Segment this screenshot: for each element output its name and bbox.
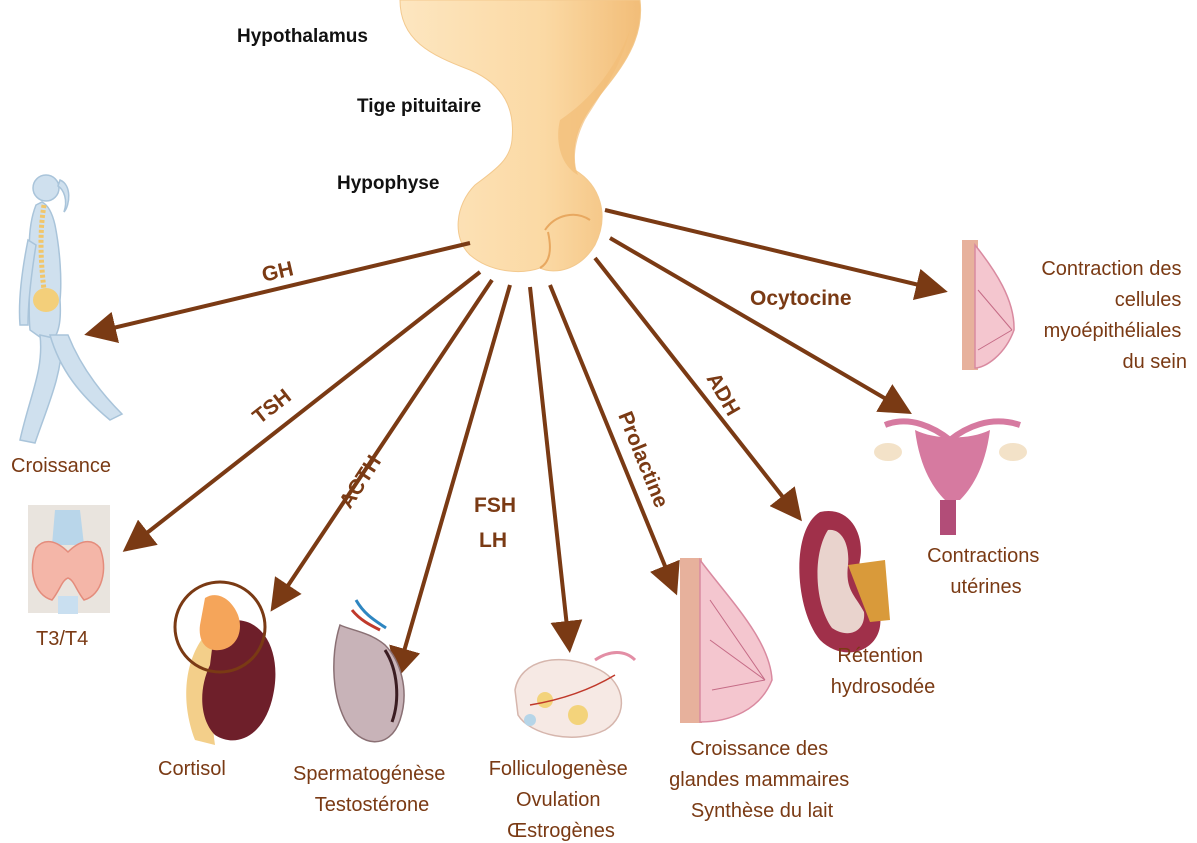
effect-myoepithelial-line-3: myoépithéliales <box>1044 320 1182 342</box>
effect-thyroid: T3/T4 <box>36 628 88 650</box>
effect-uterus-line-2: utérines <box>950 576 1021 598</box>
arrow-gh <box>92 243 470 333</box>
effect-growth: Croissance <box>11 455 111 477</box>
effect-myoepithelial-line-2: cellules <box>1115 289 1182 311</box>
breast-myoepithelial-illustration <box>962 240 1014 370</box>
hormone-label-acth: ACTH <box>335 451 386 512</box>
hypophysis-label: Hypophyse <box>337 173 439 194</box>
effect-kidney-line-1: Rétention <box>837 645 923 667</box>
effect-cortisol: Cortisol <box>158 758 226 780</box>
effect-kidney: Rétention hydrosodée <box>831 645 936 698</box>
uterus-illustration <box>874 421 1027 535</box>
thyroid-illustration <box>28 505 110 614</box>
hormone-label-gh: GH <box>260 257 296 286</box>
woman-figure-illustration <box>19 175 122 443</box>
arrow-oxytocin-uterus <box>610 238 905 410</box>
effect-uterus: Contractions utérines <box>927 545 1045 598</box>
arrow-fsh-lh <box>398 285 510 672</box>
effect-ovary-line-1: Folliculogenèse <box>489 758 628 780</box>
adrenal-kidney-illustration <box>175 582 275 745</box>
hypothalamus-label: Hypothalamus <box>237 26 368 47</box>
effect-kidney-line-2: hydrosodée <box>831 676 936 698</box>
ovary-illustration <box>515 653 635 738</box>
effect-ovary-line-3: Œstrogènes <box>507 820 615 842</box>
effect-breast-line-1: Croissance des <box>690 738 828 760</box>
arrow-prolactin <box>550 285 674 588</box>
kidney-illustration <box>799 511 890 652</box>
testis-illustration <box>334 600 404 742</box>
pituitary-stalk-label: Tige pituitaire <box>357 96 481 117</box>
hormone-label-adh: ADH <box>702 369 745 420</box>
hormone-label-lh: LH <box>479 529 507 552</box>
pelvis-illustration <box>33 288 59 312</box>
arrow-fsh-ovary <box>530 287 569 645</box>
hormone-label-oxytocin: Ocytocine <box>750 287 852 310</box>
pituitary-gland-illustration <box>400 0 641 272</box>
arrow-oxytocin-breast <box>605 210 940 290</box>
effect-ovary-line-2: Ovulation <box>516 789 601 811</box>
breast-illustration <box>680 558 772 723</box>
effect-testis-line-2: Testostérone <box>315 794 430 816</box>
effect-myoepithelial: Contraction des cellules myoépithéliales… <box>1041 258 1187 373</box>
effect-breast-line-2: glandes mammaires <box>669 769 849 791</box>
effect-ovary: Folliculogenèse Ovulation Œstrogènes <box>489 758 634 842</box>
effect-testis-line-1: Spermatogénèse <box>293 763 445 785</box>
effect-myoepithelial-line-1: Contraction des <box>1041 258 1181 280</box>
effect-breast-line-3: Synthèse du lait <box>691 800 834 822</box>
arrow-acth <box>275 280 492 605</box>
effect-testis: Spermatogénèse Testostérone <box>293 763 451 816</box>
effect-uterus-line-1: Contractions <box>927 545 1039 567</box>
hormone-label-fsh: FSH <box>474 494 516 517</box>
effect-myoepithelial-line-4: du sein <box>1123 351 1188 373</box>
effect-breast: Croissance des glandes mammaires Synthès… <box>669 738 855 822</box>
